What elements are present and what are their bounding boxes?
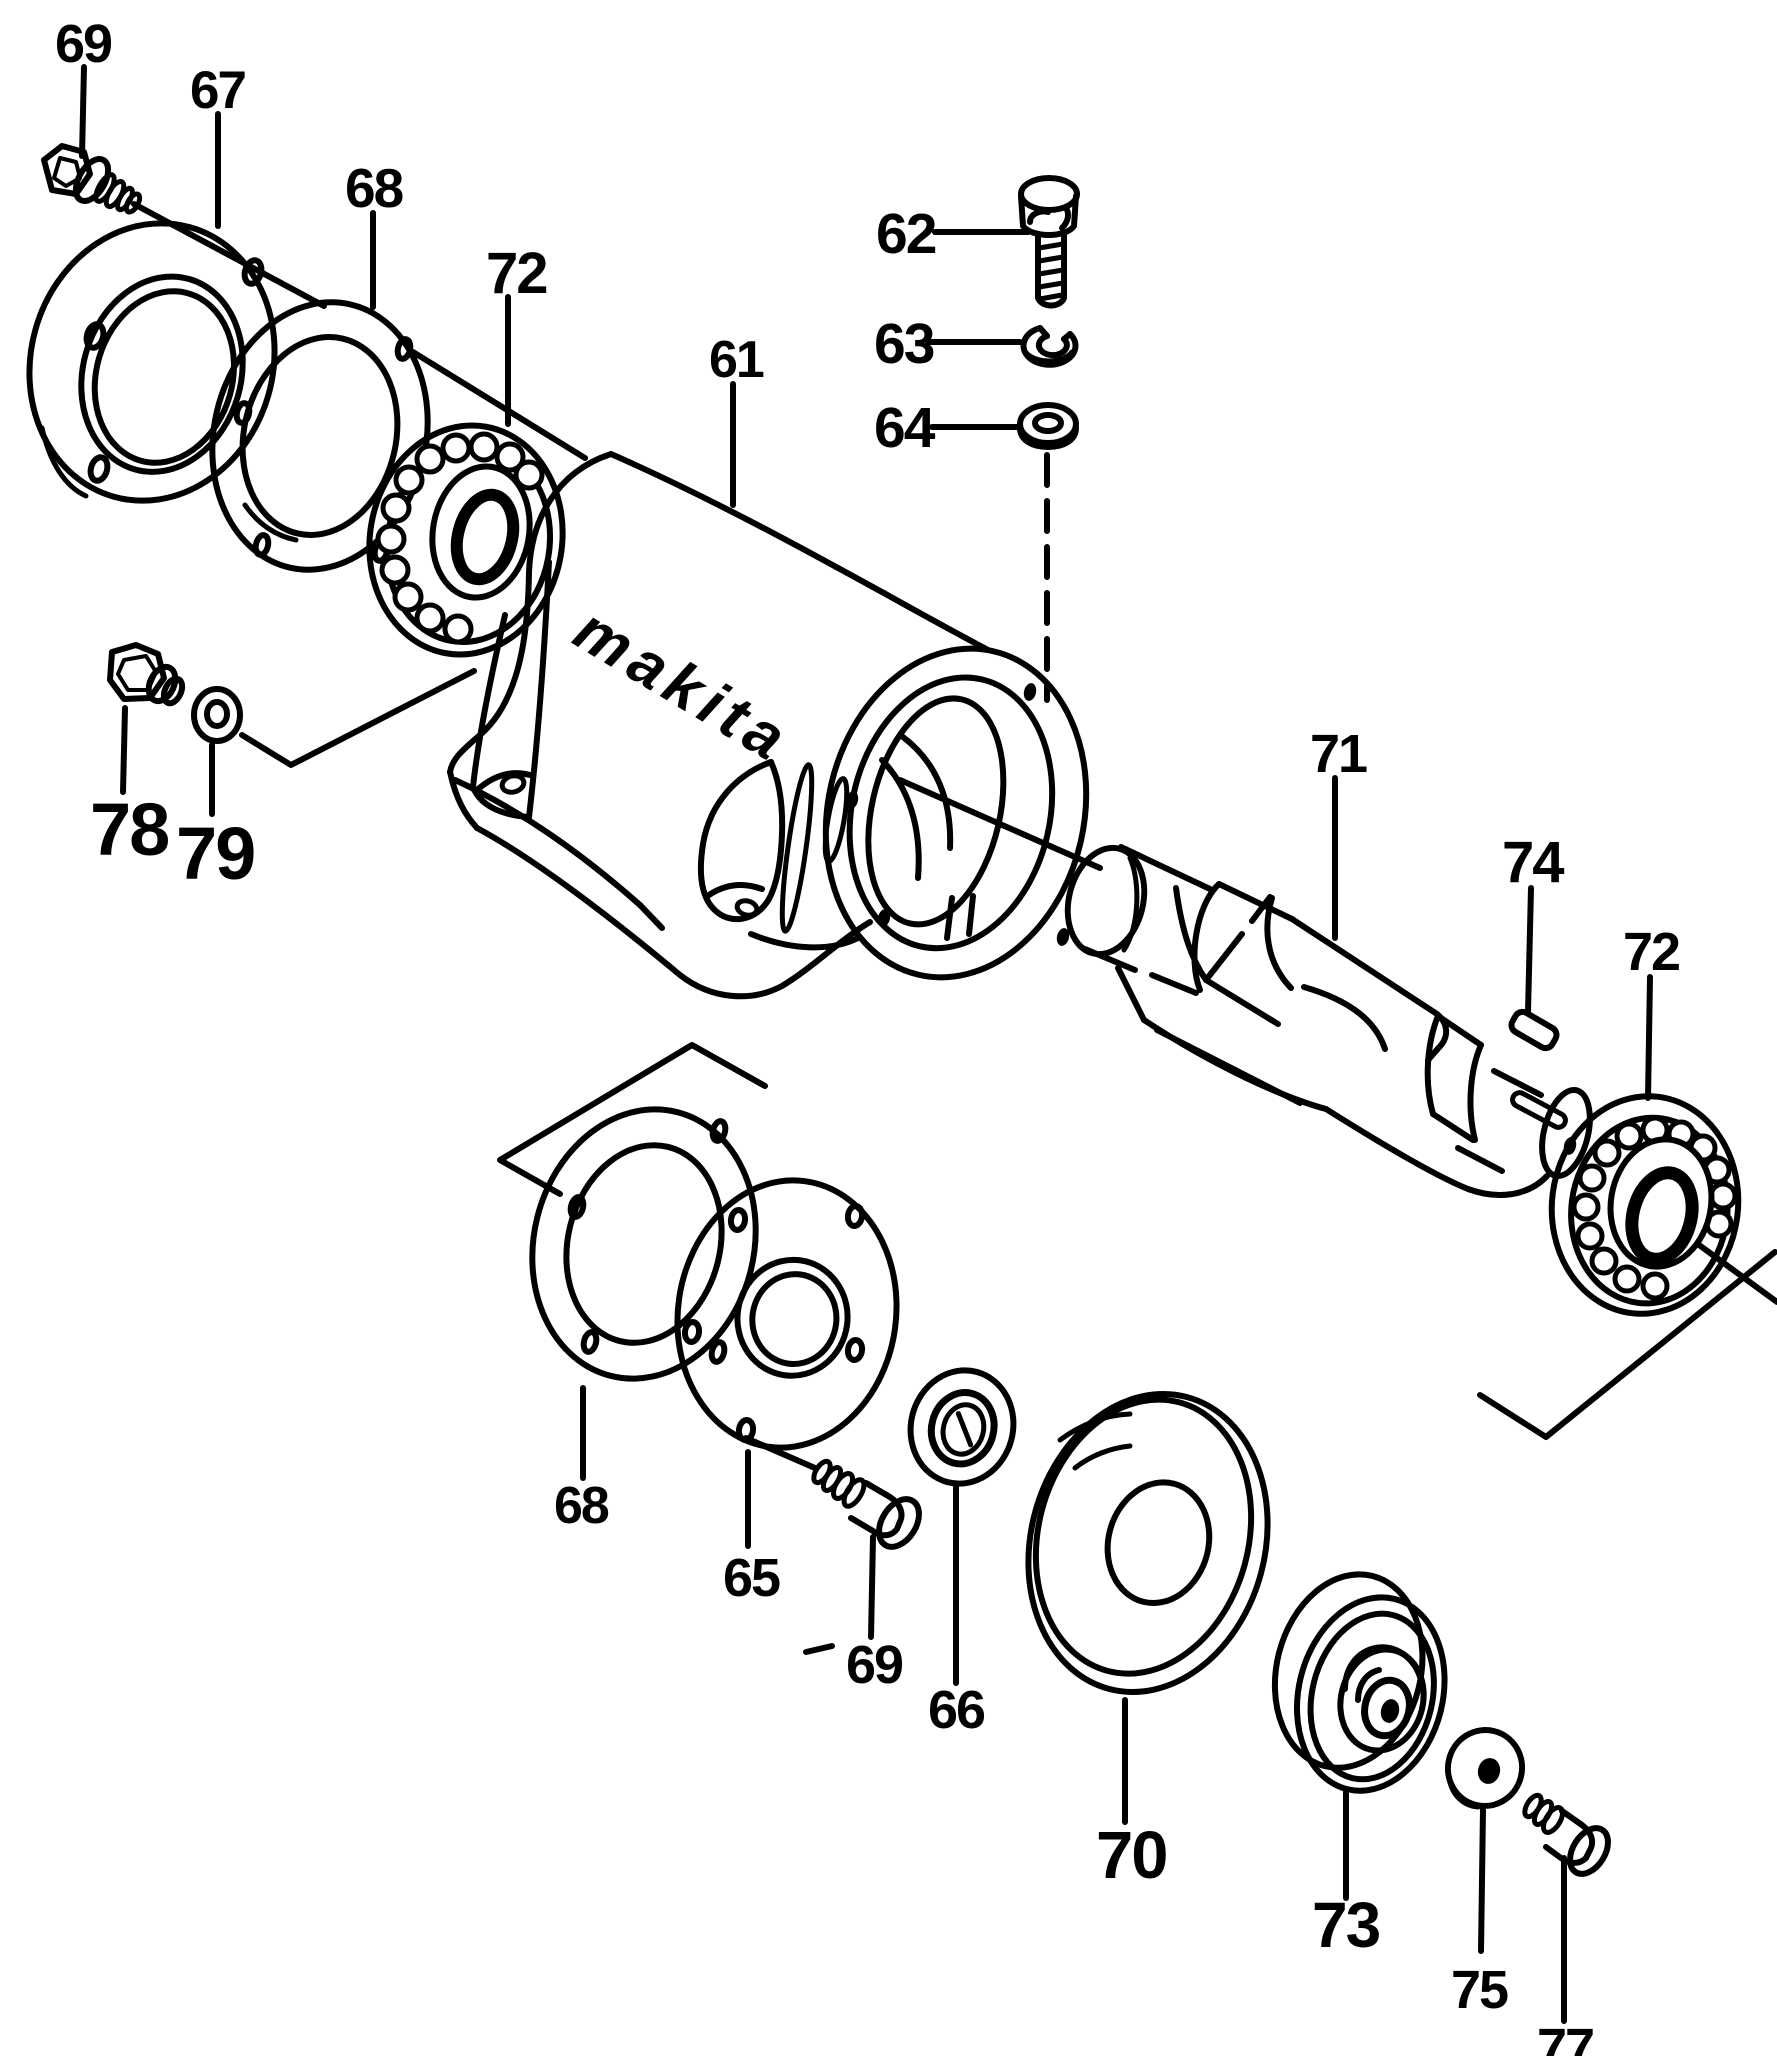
svg-text:68: 68 xyxy=(345,157,403,219)
svg-text:69: 69 xyxy=(55,14,112,74)
svg-text:62: 62 xyxy=(876,202,936,266)
svg-text:63: 63 xyxy=(874,312,934,376)
svg-text:78: 78 xyxy=(90,788,168,871)
svg-text:73: 73 xyxy=(1312,1889,1380,1961)
svg-text:72: 72 xyxy=(1623,922,1679,982)
svg-text:74: 74 xyxy=(1502,830,1564,895)
svg-text:67: 67 xyxy=(190,61,245,120)
svg-text:68: 68 xyxy=(554,1477,609,1535)
svg-text:77: 77 xyxy=(1537,2018,1593,2056)
svg-text:66: 66 xyxy=(928,1680,985,1740)
svg-text:61: 61 xyxy=(709,331,764,389)
svg-text:75: 75 xyxy=(1451,1960,1508,2020)
svg-text:70: 70 xyxy=(1096,1818,1167,1893)
svg-text:69: 69 xyxy=(846,1635,903,1695)
svg-text:64: 64 xyxy=(874,396,936,460)
svg-text:72: 72 xyxy=(486,241,547,306)
svg-text:79: 79 xyxy=(176,812,254,895)
svg-text:65: 65 xyxy=(723,1548,780,1608)
svg-text:71: 71 xyxy=(1310,724,1367,784)
